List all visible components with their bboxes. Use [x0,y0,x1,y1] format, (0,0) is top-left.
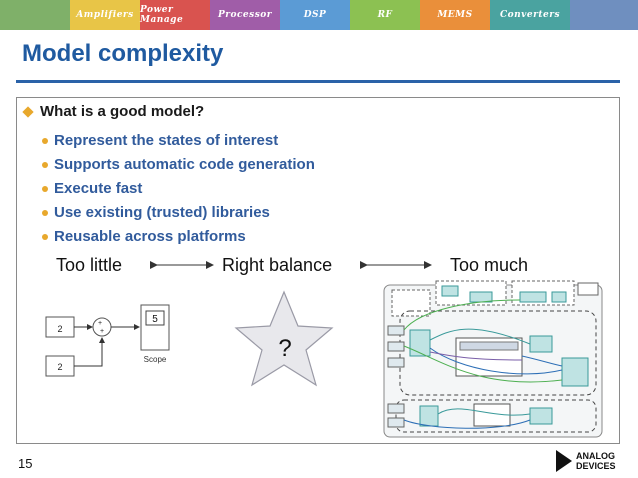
star-shape: ? [234,290,334,387]
dot-bullet-icon [42,233,48,240]
label-too-much: Too much [450,255,529,275]
logo-line-2: DEVICES [576,461,616,471]
banner-segment [0,0,70,30]
banner-text: MEMS [437,10,473,20]
banner-segment: Power Manage [140,0,210,30]
bullet-item: Use existing (trusted) libraries [42,204,270,221]
banner-text: RF [377,10,393,20]
scope-display [145,310,165,326]
dot-bullet-icon [42,137,48,144]
slide-title: Model complexity [22,40,224,67]
complex-model-diagram [383,280,603,438]
banner-text: Power Manage [140,5,184,25]
dot-bullet-icon [42,209,48,216]
logo-line-1: ANALOG [576,451,615,461]
scope-label: Scope [144,355,167,364]
question-row: What is a good model? [22,103,205,120]
sum-sign-icon: + [98,320,102,327]
banner-text: Processor [217,10,273,20]
signal-line [74,337,105,367]
header-banner: Amplifiers Power Manage Processor DSP RF… [0,0,638,30]
bullet-item: Represent the states of interest [42,132,278,149]
banner-segment: RF [350,0,420,30]
banner-text: DSP [303,10,327,20]
banner-segment: MEMS [420,0,490,30]
bullet-item: Execute fast [42,180,142,197]
simple-model-diagram: 2 2 + + 5 Scope [45,304,170,377]
dot-bullet-icon [42,185,48,192]
dot-bullet-icon [42,161,48,168]
banner-segment [570,0,638,30]
label-right-balance: Right balance [222,255,333,275]
bullet-text: Reusable across platforms [54,228,246,245]
banner-segment: Processor [210,0,280,30]
banner-text: Amplifiers [76,10,134,20]
constant-1-value: 2 [57,324,62,334]
bullet-text: Use existing (trusted) libraries [54,204,270,221]
bullet-text: Supports automatic code generation [54,156,315,173]
scope-value: 5 [152,314,158,325]
question-text: What is a good model? [40,103,205,120]
company-logo: ANALOG DEVICES [556,450,616,472]
bullet-item: Supports automatic code generation [42,156,315,173]
constant-2-value: 2 [57,362,62,372]
bullet-text: Represent the states of interest [54,132,279,149]
title-divider [16,80,620,83]
bullet-item: Reusable across platforms [42,228,246,245]
banner-segment: Amplifiers [70,0,140,30]
page-number: 15 [18,456,33,471]
logo-text: ANALOG DEVICES [576,451,616,471]
logo-triangle-icon [556,450,572,472]
banner-text: Converters [499,10,561,20]
sum-sign-icon: + [100,328,104,335]
content-frame [16,97,620,444]
banner-segment: Converters [490,0,570,30]
question-mark: ? [278,335,291,362]
label-too-little: Too little [56,255,123,275]
bullet-text: Execute fast [54,180,143,197]
banner-segment: DSP [280,0,350,30]
